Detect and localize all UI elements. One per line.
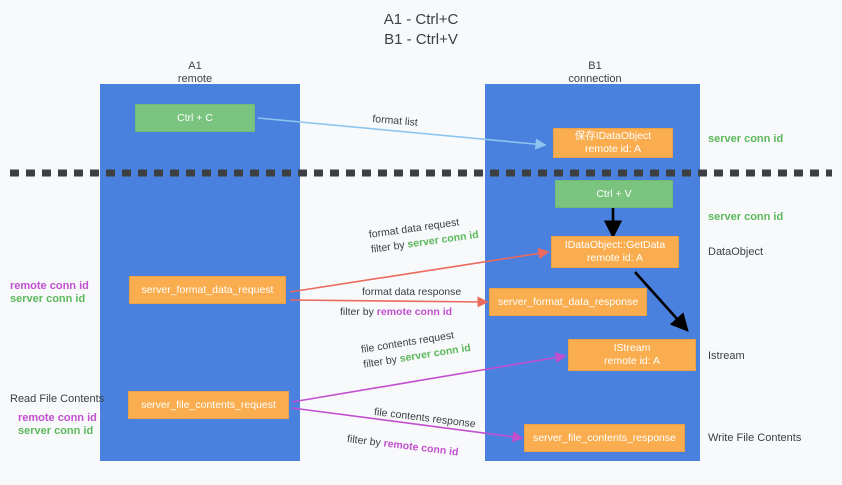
edge-label-format-data-response: format data response bbox=[362, 285, 461, 300]
node-ctrl-v-label: Ctrl + V bbox=[596, 187, 632, 200]
edge-format-data-response-filter-prefix: filter by bbox=[340, 306, 377, 318]
title-line-1: A1 - Ctrl+C bbox=[383, 11, 459, 28]
page-title: A1 - Ctrl+C B1 - Ctrl+V bbox=[0, 10, 842, 50]
label-dataobject: DataObject bbox=[708, 246, 764, 258]
node-server-format-data-request-label: server_format_data_request bbox=[141, 283, 274, 296]
edge-file-contents-response-filter-token: remote conn id bbox=[382, 437, 460, 459]
node-ctrl-c-label: Ctrl + C bbox=[177, 111, 213, 124]
edge-label-format-data-response-filter: filter by remote conn id bbox=[340, 305, 452, 320]
node-save-idataobject-line1: 保存IDataObject bbox=[574, 130, 652, 142]
label-server-conn-id-mid: server conn id bbox=[708, 211, 784, 223]
label-remote-conn-id-2: remote conn id bbox=[18, 412, 97, 424]
edge-label-file-contents-response: file contents response bbox=[373, 405, 477, 431]
label-read-file-contents: Read File Contents bbox=[10, 393, 105, 405]
title-line-2: B1 - Ctrl+V bbox=[384, 31, 458, 48]
node-server-file-contents-response-label: server_file_contents_response bbox=[532, 431, 676, 444]
node-server-format-data-response[interactable]: server_format_data_response bbox=[489, 288, 647, 316]
column-header-a1: A1 remote bbox=[145, 60, 245, 86]
node-server-file-contents-response[interactable]: server_file_contents_response bbox=[524, 424, 685, 452]
label-server-conn-id-2: server conn id bbox=[18, 425, 94, 437]
node-istream-line1: IStream bbox=[613, 342, 651, 354]
edge-label-file-contents-request: file contents request filter by server c… bbox=[360, 326, 472, 373]
node-server-file-contents-request[interactable]: server_file_contents_request bbox=[128, 391, 289, 419]
label-server-conn-id-1: server conn id bbox=[10, 293, 86, 305]
edge-label-format-data-request: format data request filter by server con… bbox=[368, 213, 480, 258]
arrow-format-data-response bbox=[289, 296, 489, 308]
node-server-format-data-response-label: server_format_data_response bbox=[497, 295, 639, 308]
edge-label-file-contents-response-filter: filter by remote conn id bbox=[346, 432, 459, 461]
label-istream: Istream bbox=[708, 350, 745, 362]
column-header-b1: B1 connection bbox=[545, 60, 645, 86]
column-a1-name: A1 bbox=[188, 60, 202, 72]
label-remote-conn-id-1: remote conn id bbox=[10, 280, 89, 292]
node-istream[interactable]: IStream remote id: A bbox=[568, 339, 696, 371]
label-server-conn-id-top: server conn id bbox=[708, 133, 784, 145]
node-server-format-data-request[interactable]: server_format_data_request bbox=[129, 276, 286, 304]
column-b1-name: B1 bbox=[588, 60, 602, 72]
node-getdata-line2: remote id: A bbox=[586, 252, 644, 264]
node-getdata-line1: IDataObject::GetData bbox=[564, 239, 666, 251]
edge-format-data-response-line1: format data response bbox=[362, 286, 462, 298]
node-server-file-contents-request-label: server_file_contents_request bbox=[141, 398, 276, 411]
node-idataobject-getdata[interactable]: IDataObject::GetData remote id: A bbox=[551, 236, 679, 268]
label-write-file-contents: Write File Contents bbox=[708, 432, 802, 444]
node-ctrl-v[interactable]: Ctrl + V bbox=[555, 180, 673, 208]
node-ctrl-c[interactable]: Ctrl + C bbox=[135, 104, 255, 132]
edge-label-format-list: format list bbox=[371, 112, 419, 129]
node-save-idataobject[interactable]: 保存IDataObject remote id: A bbox=[553, 128, 673, 158]
node-save-idataobject-line2: remote id: A bbox=[584, 143, 642, 155]
node-istream-line2: remote id: A bbox=[603, 355, 661, 367]
column-a1-sub: remote bbox=[177, 73, 213, 85]
edge-format-data-request-filter-prefix: filter by bbox=[370, 238, 409, 256]
edge-file-contents-response-filter-prefix: filter by bbox=[346, 432, 385, 450]
edge-format-data-response-filter-token: remote conn id bbox=[376, 306, 453, 318]
column-b1-sub: connection bbox=[568, 73, 622, 85]
